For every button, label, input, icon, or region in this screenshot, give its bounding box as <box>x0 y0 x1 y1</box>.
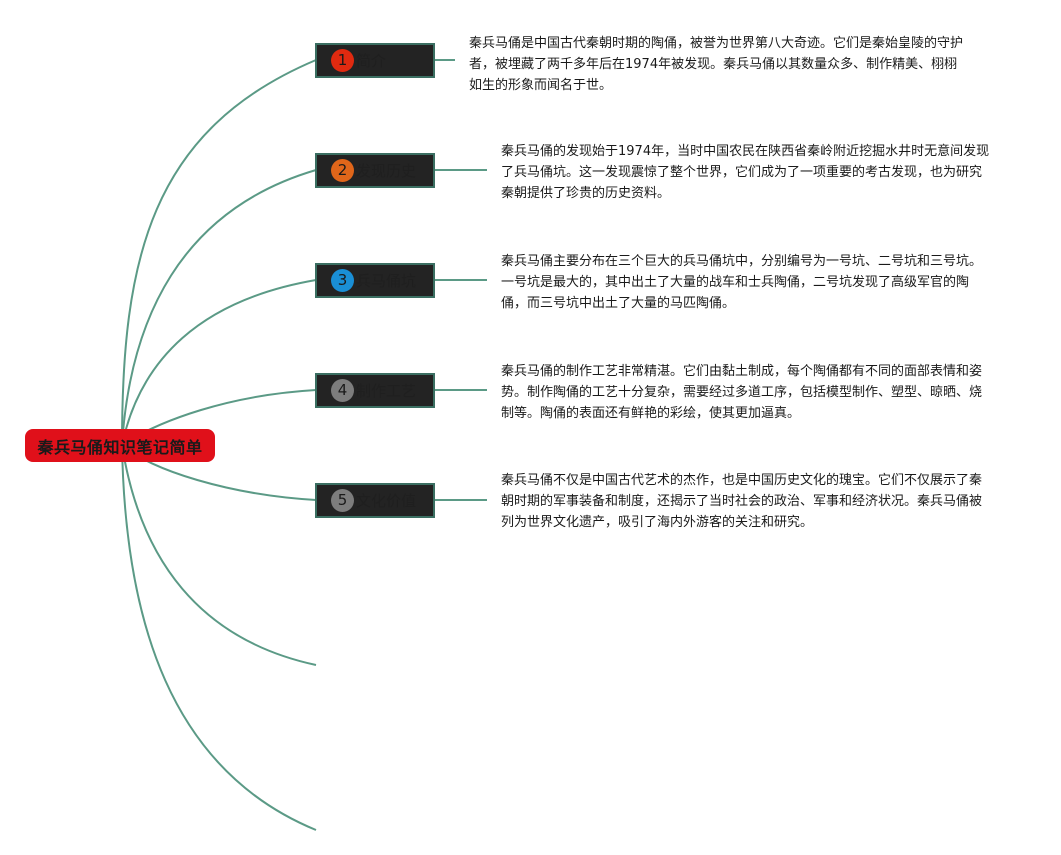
topic-description: 秦兵马俑的发现始于1974年，当时中国农民在陕西省秦岭附近挖掘水井时无意间发现了… <box>501 144 990 201</box>
topic-discovery-history[interactable]: 2 发现历史 <box>315 153 435 188</box>
topic-description: 秦兵马俑是中国古代秦朝时期的陶俑，被誉为世界第八大奇迹。它们是秦始皇陵的守护者，… <box>469 36 964 93</box>
topic-label: 发现历史 <box>356 162 417 180</box>
number-badge-4: 4 <box>331 379 354 402</box>
topic-cultural-value[interactable]: 5 文化价值 <box>315 483 435 518</box>
topic-description: 秦兵马俑不仅是中国古代艺术的杰作，也是中国历史文化的瑰宝。它们不仅展示了秦朝时期… <box>501 473 983 530</box>
number-badge-3: 3 <box>331 269 354 292</box>
branch-connector-empty-1 <box>121 444 317 666</box>
number-badge-1: 1 <box>331 49 354 72</box>
topic-description: 秦兵马俑的制作工艺非常精湛。它们由黏土制成，每个陶俑都有不同的面部表情和姿势。制… <box>501 364 983 421</box>
number-badge-2: 2 <box>331 159 354 182</box>
topic-label: 兵马俑坑 <box>356 272 417 290</box>
topic-craftsmanship[interactable]: 4 制作工艺 <box>315 373 435 408</box>
topic-pits[interactable]: 3 兵马俑坑 <box>315 263 435 298</box>
branch-connector-2 <box>121 169 317 446</box>
branch-connector-1 <box>121 59 317 446</box>
root-topic[interactable]: 秦兵马俑知识笔记简单 <box>25 429 215 462</box>
root-topic-label: 秦兵马俑知识笔记简单 <box>37 437 203 457</box>
topic-label: 制作工艺 <box>356 382 417 400</box>
number-badge-5: 5 <box>331 489 354 512</box>
topic-label: 文化价值 <box>356 492 417 510</box>
topic-label: 简介 <box>356 52 387 70</box>
topic-description: 秦兵马俑主要分布在三个巨大的兵马俑坑中，分别编号为一号坑、二号坑和三号坑。一号坑… <box>501 254 983 311</box>
topic-intro[interactable]: 1 简介 <box>315 43 435 78</box>
branch-connector-empty-2 <box>121 444 317 831</box>
branch-connector-3 <box>121 279 317 446</box>
